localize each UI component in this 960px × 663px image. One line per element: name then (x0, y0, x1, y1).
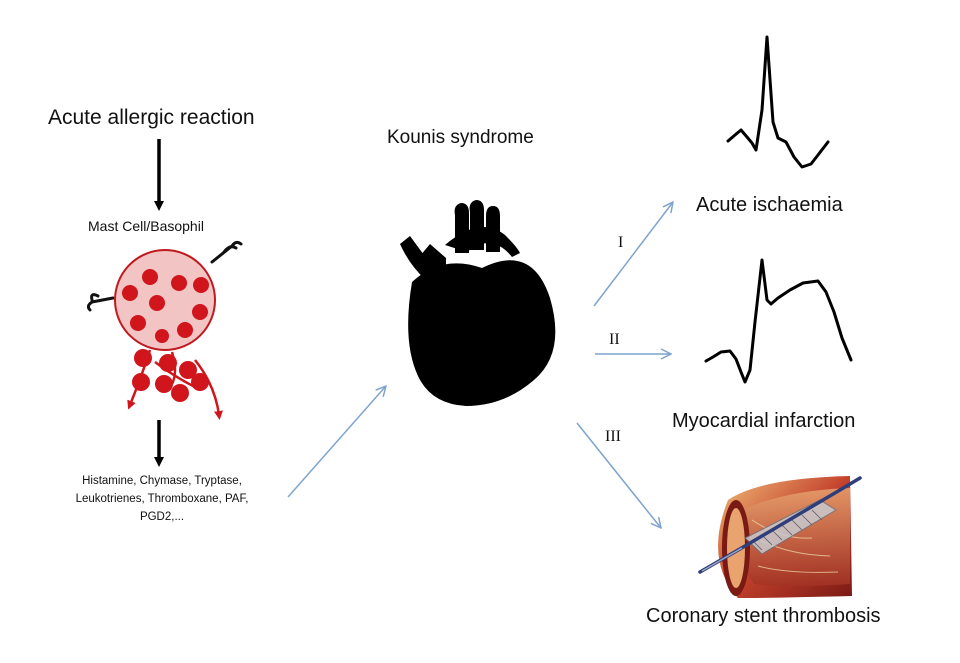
arrow-mediators-to-heart (287, 386, 386, 498)
outcome-stent-thrombosis: Coronary stent thrombosis (646, 605, 881, 627)
type-2-numeral: II (609, 331, 620, 348)
outcome-acute-ischaemia: Acute ischaemia (696, 194, 843, 216)
ecg-st-depression-icon (726, 35, 830, 169)
type-1-numeral: I (618, 234, 624, 251)
syndrome-label: Kounis syndrome (387, 127, 534, 148)
arrow-type-3 (576, 422, 661, 528)
mast-cell-icon (86, 240, 243, 420)
mediators-label: Histamine, Chymase, Tryptase, Leukotrien… (75, 475, 249, 523)
ecg-st-elevation-icon (704, 258, 853, 384)
arrow-type-1 (593, 202, 673, 307)
trigger-label: Acute allergic reaction (48, 106, 255, 129)
coronary-stent-icon (698, 476, 862, 598)
outcome-myocardial-infarction: Myocardial infarction (672, 410, 856, 432)
cell-label: Mast Cell/Basophil (88, 218, 204, 234)
type-3-numeral: III (605, 428, 621, 445)
heart-icon (400, 200, 556, 406)
